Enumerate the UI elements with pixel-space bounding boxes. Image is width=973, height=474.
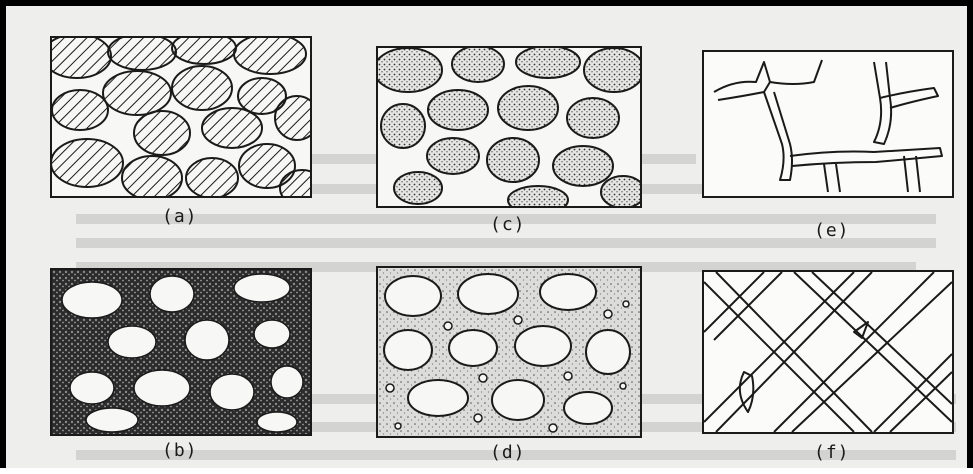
caption-c: (c) — [490, 214, 526, 235]
caption-a: (a) — [162, 206, 198, 227]
caption-f: (f) — [814, 442, 850, 463]
panel-d-speckled-matrix — [376, 266, 642, 438]
panel-a-hatched-grains — [50, 36, 312, 198]
panel-c-dotted-grains — [376, 46, 642, 208]
panel-f-fracture-network — [702, 270, 954, 434]
caption-b: (b) — [162, 440, 198, 461]
panel-b-fine-matrix — [50, 268, 312, 436]
caption-d: (d) — [490, 442, 526, 463]
caption-e: (e) — [814, 220, 850, 241]
panel-e-fractures — [702, 50, 954, 198]
